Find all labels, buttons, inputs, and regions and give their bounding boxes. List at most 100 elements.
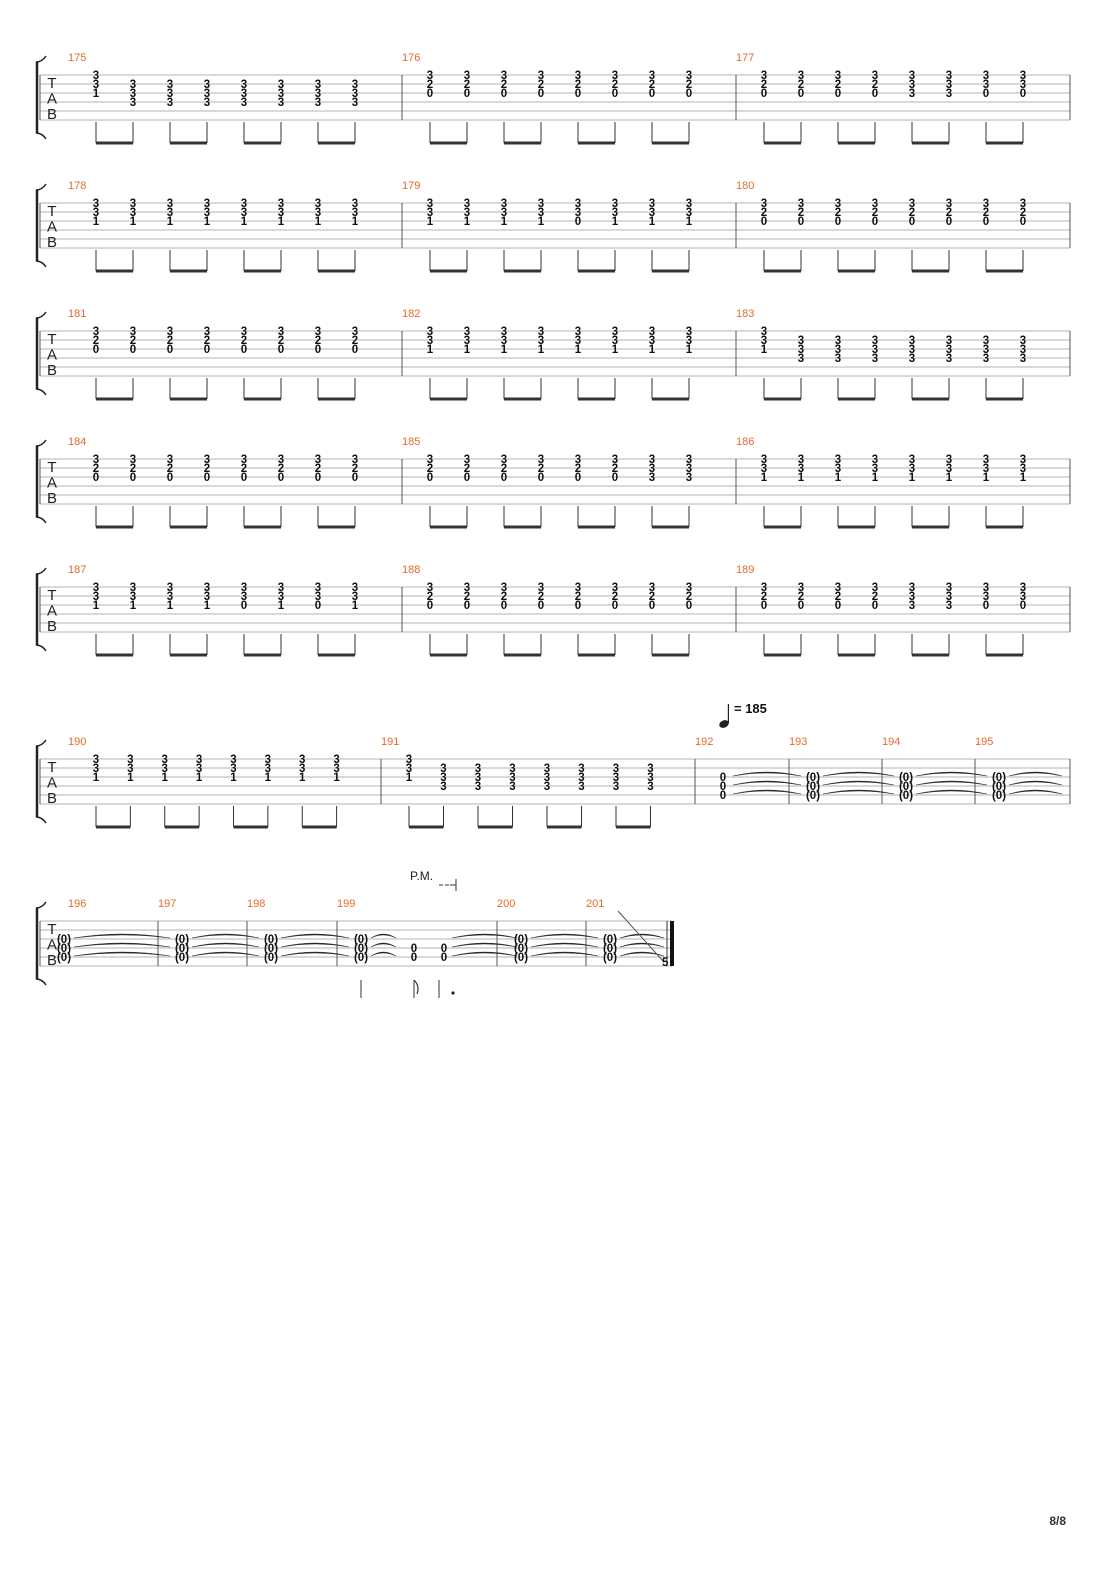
tie-arc — [280, 942, 350, 948]
fret-number: 3 — [544, 763, 550, 775]
fret-number: 1 — [686, 344, 693, 356]
fret-number: 3 — [278, 591, 284, 603]
fret-number: 3 — [241, 454, 247, 466]
fret-number: 1 — [835, 472, 842, 484]
fret-number: 3 — [93, 454, 99, 466]
fret-number: 0 — [501, 472, 507, 484]
fret-number: 1 — [204, 600, 211, 612]
fret-number: 3 — [427, 582, 433, 594]
slide-line — [617, 910, 664, 962]
fret-number: 1 — [93, 88, 100, 100]
measure-number: 188 — [402, 564, 420, 576]
fret-number: 2 — [167, 335, 173, 347]
fret-number: 3 — [872, 582, 878, 594]
fret-number: 3 — [93, 198, 99, 210]
fret-number: 2 — [278, 463, 284, 475]
fret-number: 3 — [613, 763, 619, 775]
fret-number: 3 — [612, 582, 618, 594]
fret-number: 3 — [946, 600, 952, 612]
fret-number: 1 — [427, 216, 434, 228]
fret-number: 0 — [441, 943, 447, 955]
fret-number: 2 — [464, 79, 470, 91]
fret-number: 2 — [612, 463, 618, 475]
fret-number: 2 — [835, 79, 841, 91]
fret-number: 2 — [93, 463, 99, 475]
fret-number: 0 — [575, 600, 581, 612]
fret-number: 3 — [93, 591, 99, 603]
measure-number: 176 — [402, 52, 420, 64]
fret-number: 1 — [278, 600, 285, 612]
fret-number: (0) — [899, 781, 913, 793]
fret-number: 3 — [352, 454, 358, 466]
tie-arc — [619, 933, 665, 939]
fret-number: 3 — [241, 326, 247, 338]
fret-number: 3 — [649, 463, 655, 475]
fret-number: 2 — [352, 335, 358, 347]
fret-number: 3 — [509, 772, 515, 784]
fret-number: 3 — [352, 198, 358, 210]
tab-clef-letter: A — [47, 603, 57, 620]
fret-number: 1 — [464, 344, 471, 356]
fret-number: 3 — [509, 781, 515, 793]
bracket-bottom-hook — [35, 132, 47, 140]
fret-number: 3 — [204, 97, 210, 109]
fret-number: (0) — [992, 790, 1006, 802]
fret-number: 3 — [162, 763, 168, 775]
tie-arc — [280, 933, 350, 939]
fret-number: 2 — [501, 79, 507, 91]
fret-number: 3 — [93, 763, 99, 775]
fret-number: 0 — [872, 600, 878, 612]
fret-number: 0 — [983, 216, 989, 228]
fret-number: 1 — [278, 216, 285, 228]
fret-number: 3 — [946, 335, 952, 347]
fret-number: 3 — [427, 335, 433, 347]
fret-number: 3 — [1020, 344, 1026, 356]
tab-clef-letter: T — [47, 459, 56, 476]
fret-number: 2 — [204, 335, 210, 347]
fret-number: (0) — [514, 934, 528, 946]
fret-number: 3 — [241, 79, 247, 91]
fret-number: 2 — [575, 463, 581, 475]
fret-number: 2 — [241, 335, 247, 347]
tie-arc — [451, 951, 518, 957]
fret-number: (0) — [603, 934, 617, 946]
fret-number: 3 — [613, 781, 619, 793]
tie-arc — [370, 942, 397, 948]
fret-number: 3 — [538, 326, 544, 338]
tie-arc — [73, 942, 171, 948]
fret-number: 0 — [352, 344, 358, 356]
fret-number: 3 — [1020, 454, 1026, 466]
fret-number: 2 — [241, 463, 247, 475]
fret-number: 3 — [440, 781, 446, 793]
fret-number: 3 — [204, 591, 210, 603]
fret-number: 0 — [761, 600, 767, 612]
fret-number: 3 — [130, 454, 136, 466]
fret-number: 3 — [241, 88, 247, 100]
fret-number: 3 — [501, 326, 507, 338]
fret-number: 0 — [278, 472, 284, 484]
fret-number: 0 — [464, 600, 470, 612]
tie-arc — [370, 933, 397, 939]
fret-number: 3 — [204, 88, 210, 100]
tie-arc — [1008, 771, 1063, 777]
fret-number: 1 — [406, 772, 413, 784]
fret-number: 2 — [538, 591, 544, 603]
measure-number: 196 — [68, 898, 86, 910]
fret-number: 3 — [538, 207, 544, 219]
fret-number: 1 — [686, 216, 693, 228]
fret-number: 1 — [93, 772, 100, 784]
fret-number: 3 — [798, 582, 804, 594]
fret-number: 3 — [946, 353, 952, 365]
fret-number: 2 — [612, 591, 618, 603]
fret-number: 3 — [464, 335, 470, 347]
fret-number: 0 — [204, 472, 210, 484]
fret-number: 3 — [501, 198, 507, 210]
fret-number: 3 — [909, 88, 915, 100]
fret-number: 1 — [162, 772, 169, 784]
tab-clef-letter: B — [47, 106, 57, 123]
tie-arc — [370, 951, 397, 957]
tie-arc — [530, 951, 599, 957]
fret-number: 3 — [946, 79, 952, 91]
fret-number: 0 — [501, 600, 507, 612]
tab-clef-letter: A — [47, 91, 57, 108]
